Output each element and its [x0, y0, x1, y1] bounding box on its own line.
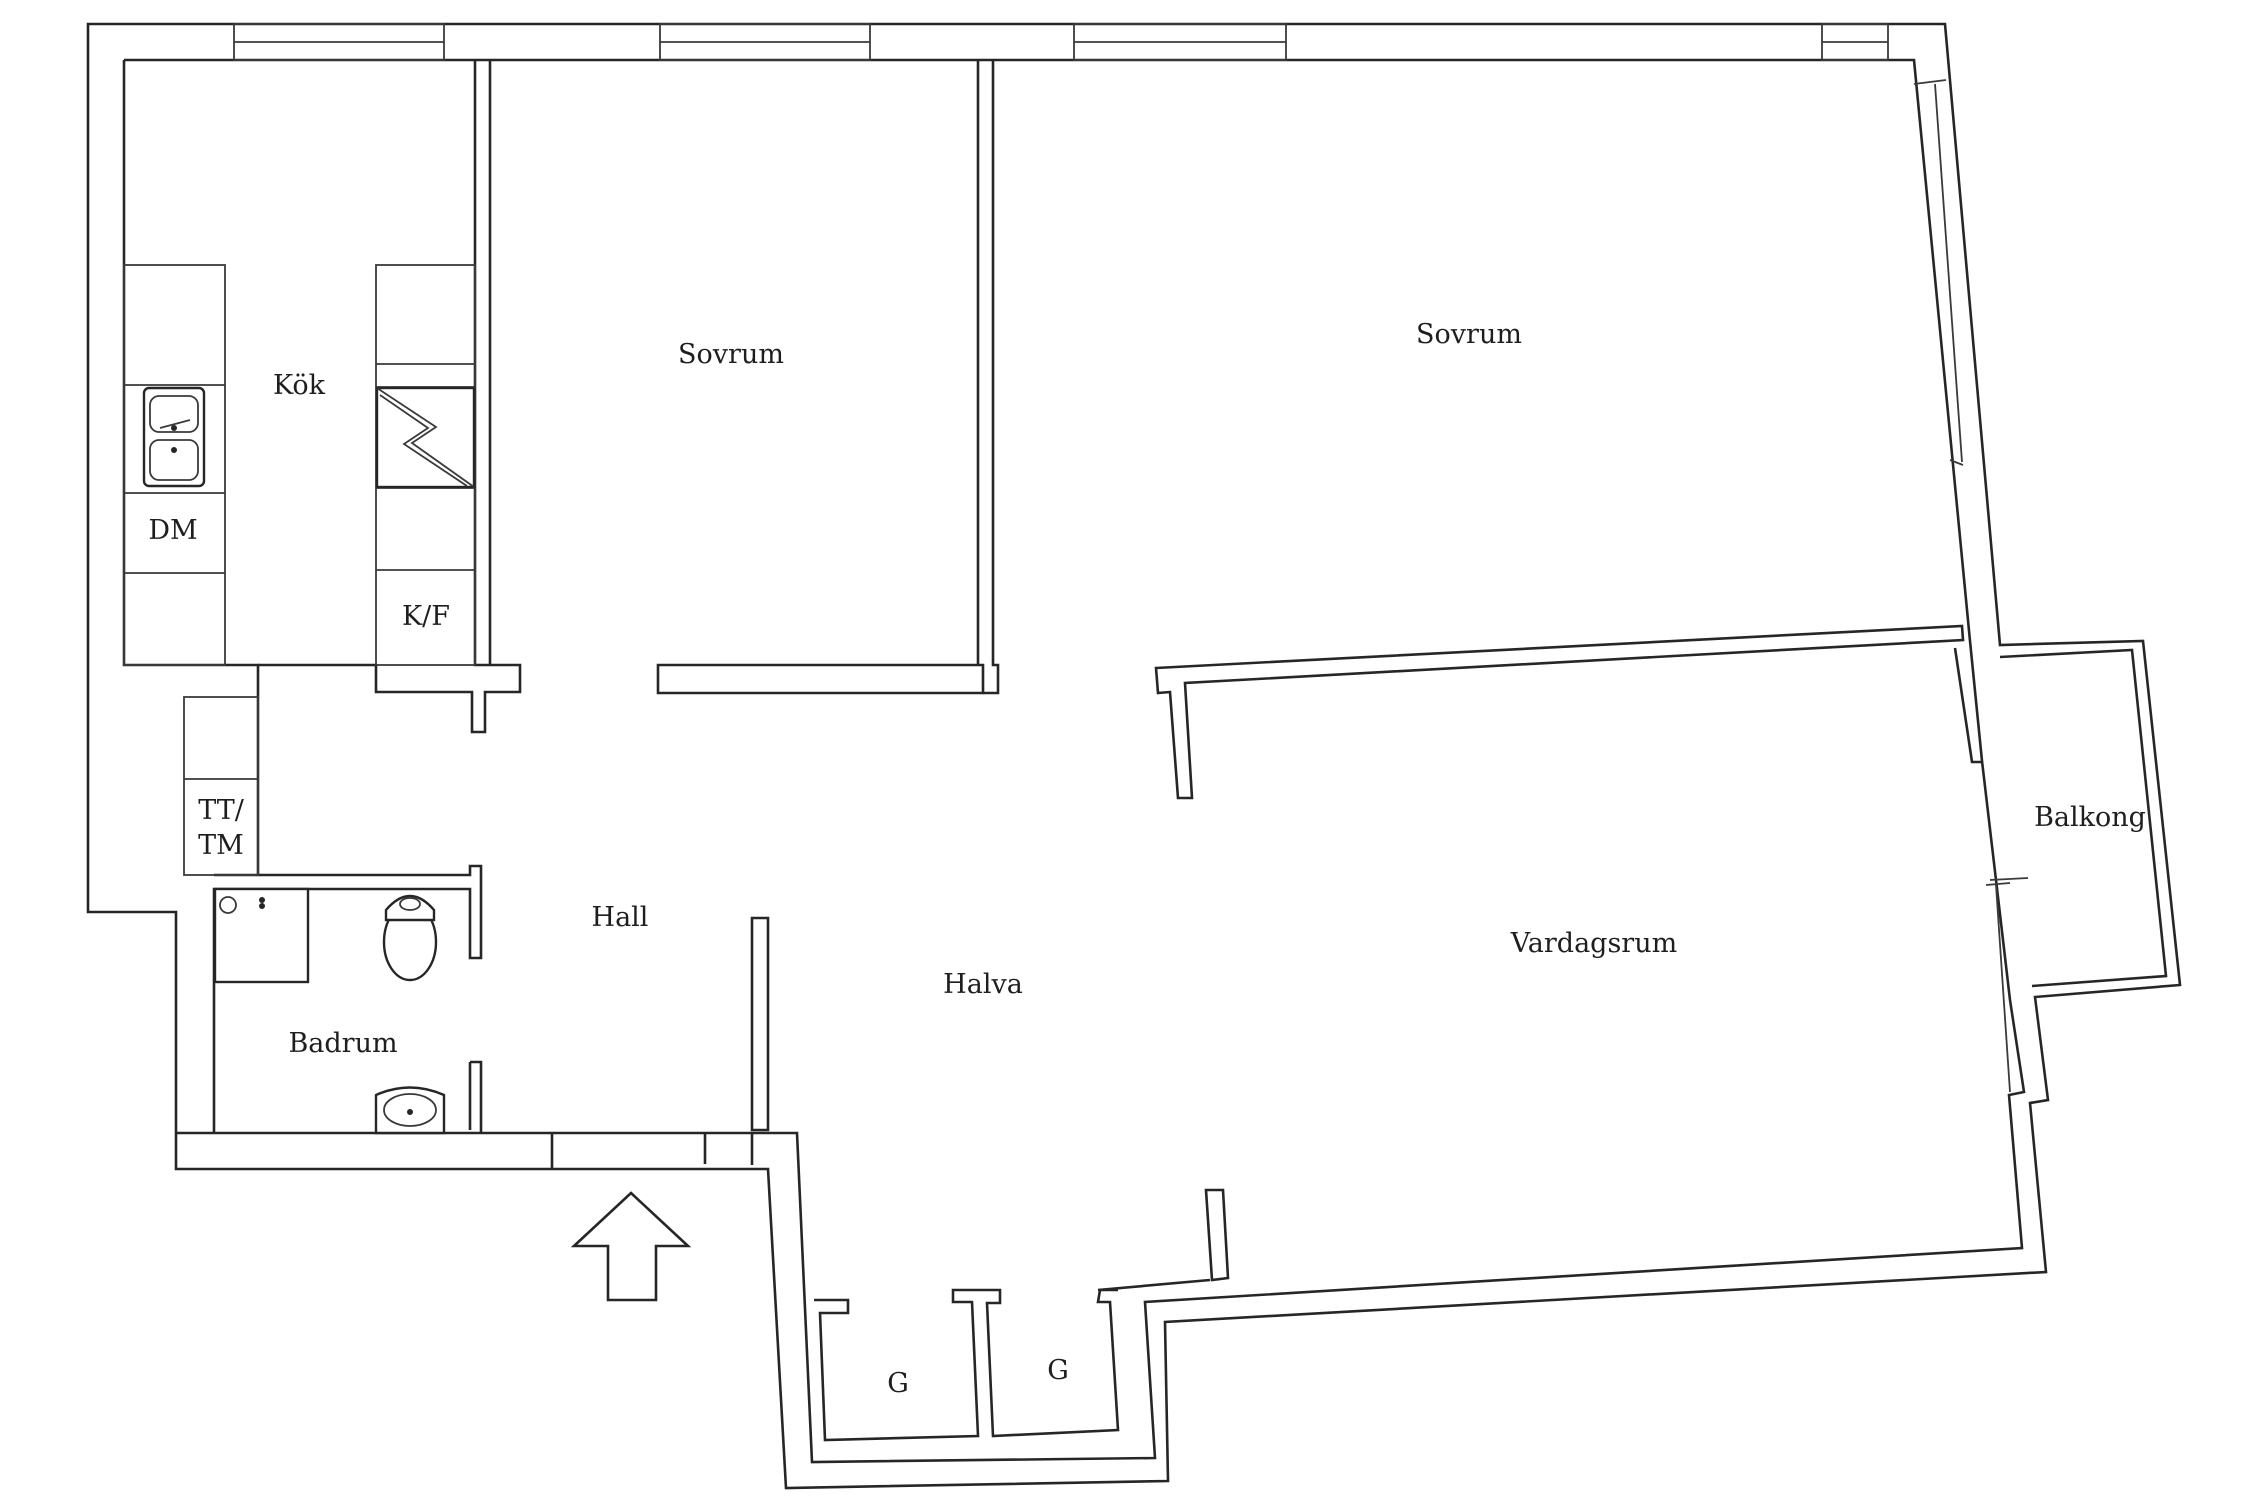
room-label-hall: Hall	[592, 902, 649, 933]
kitchen-sink-icon	[142, 386, 206, 488]
room-label-closet-1: G	[887, 1368, 909, 1399]
room-label-balcony: Balkong	[2034, 802, 2146, 833]
balcony-outline	[1989, 648, 2168, 988]
kitchen-counters	[123, 264, 476, 876]
appliance-label-washer-dryer-1: TT/	[198, 795, 245, 826]
room-label-living: Vardagsrum	[1510, 928, 1677, 959]
windows-right	[1913, 79, 2011, 1093]
shower-icon	[213, 887, 310, 984]
exterior-walls	[86, 22, 2182, 1490]
interior-walls	[122, 60, 1982, 1442]
room-label-closet-2: G	[1047, 1355, 1069, 1386]
room-label-bedroom-2: Sovrum	[1416, 319, 1522, 350]
room-label-halva: Halva	[943, 969, 1023, 1000]
washbasin-icon	[374, 1086, 446, 1135]
appliance-label-washer-dryer-2: TM	[198, 830, 244, 861]
room-label-bathroom: Badrum	[288, 1028, 397, 1059]
entrance-arrow-icon	[570, 1191, 692, 1302]
room-label-kitchen: Kök	[273, 370, 326, 401]
toilet-icon	[382, 894, 438, 982]
windows-top	[233, 23, 1889, 61]
appliance-label-dishwasher: DM	[148, 515, 197, 546]
stove-icon	[375, 386, 476, 489]
room-labels: Kök Sovrum Sovrum Hall Halva Vardagsrum …	[273, 319, 2146, 1399]
room-label-bedroom-1: Sovrum	[678, 339, 784, 370]
appliance-labels: DM K/F TT/ TM	[148, 515, 450, 861]
appliance-label-fridge-freezer: K/F	[402, 601, 450, 632]
